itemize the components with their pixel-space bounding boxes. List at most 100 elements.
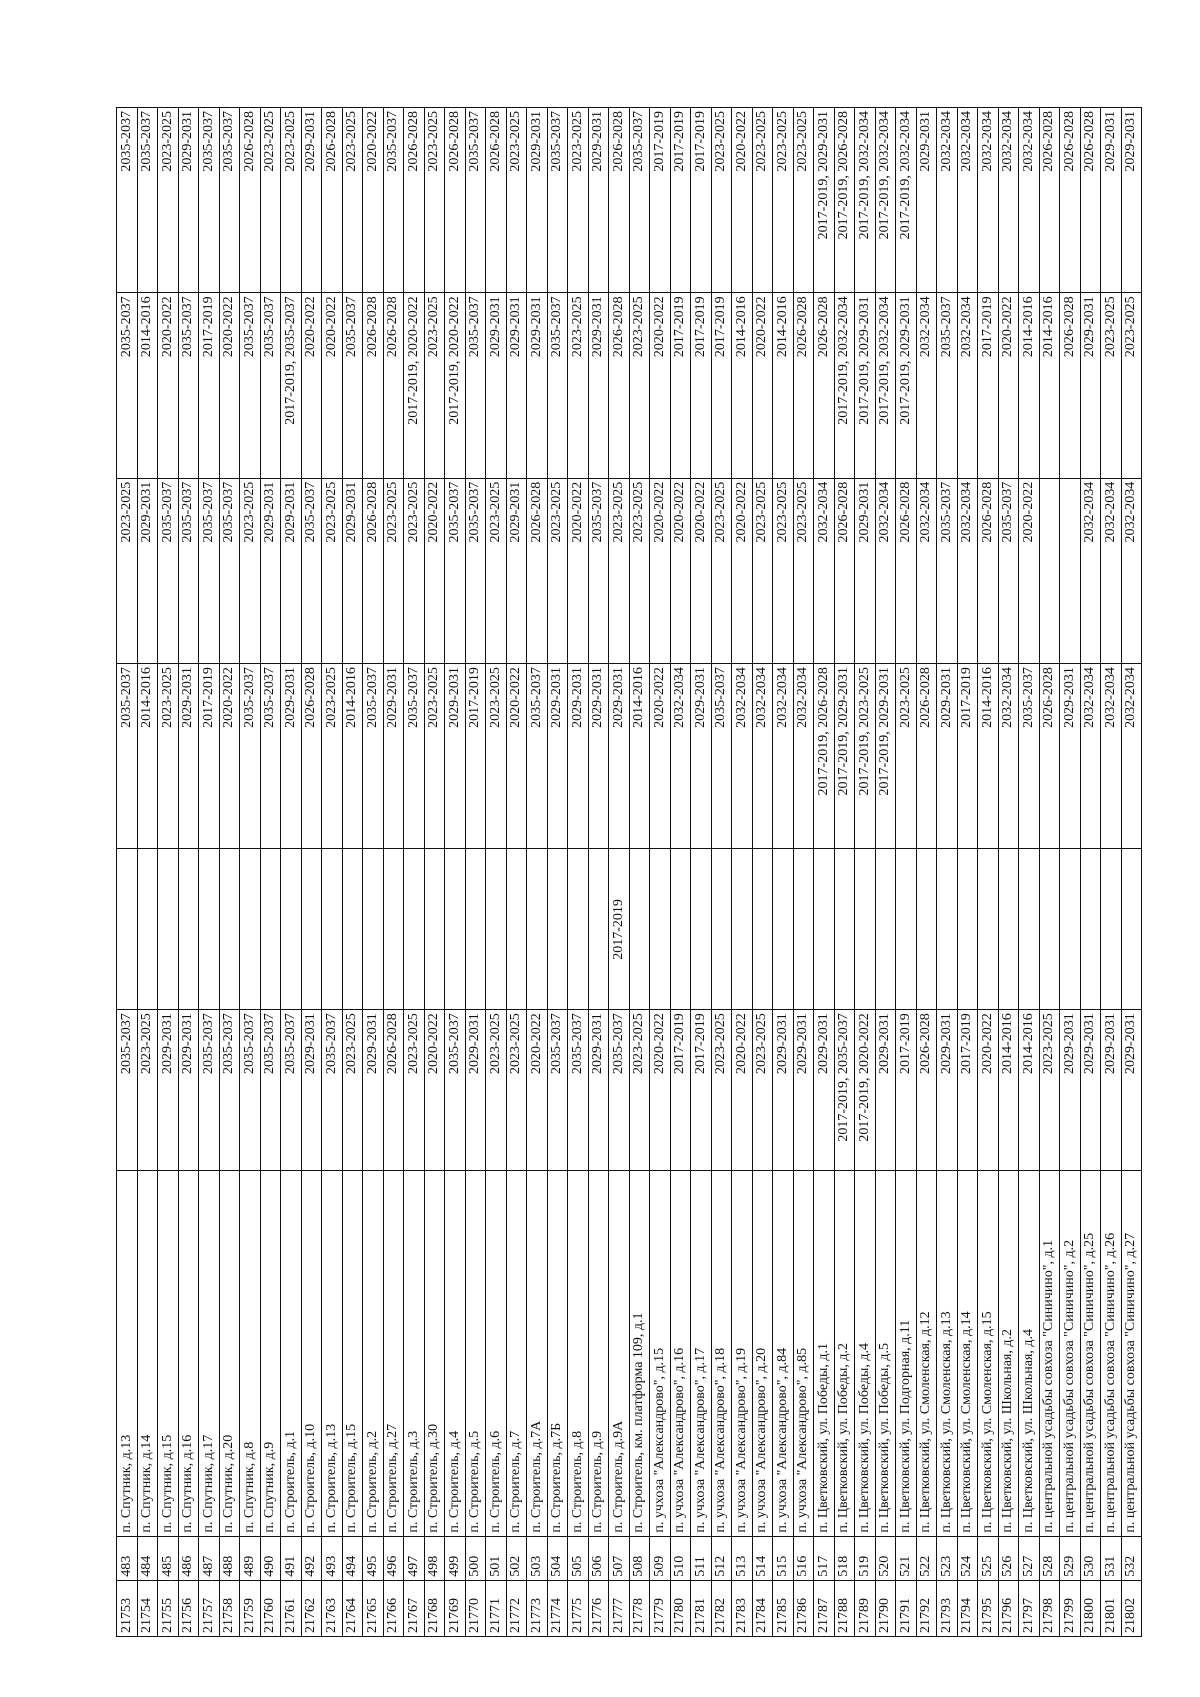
period-cell-4: 2035-2037 (178, 478, 199, 664)
period-cell-6: 2035-2037 (383, 107, 404, 293)
period-cell-6: 2035-2037 (116, 107, 137, 293)
row-number: 523 (936, 1536, 957, 1581)
period-cell-1: 2017-2019, 2035-2037 (834, 1009, 855, 1171)
row-id: 21792 (916, 1580, 937, 1637)
address-cell: п. Строитель, д.7 (506, 1170, 527, 1537)
period-cell-2 (239, 849, 260, 1010)
period-cell-5: 2014-2016 (137, 292, 158, 479)
period-cell-6: 2023-2025 (506, 107, 527, 293)
period-cell-5: 2020-2022 (219, 292, 240, 479)
period-cell-5: 2017-2019 (711, 292, 732, 479)
period-cell-1: 2029-2031 (157, 1009, 178, 1171)
period-cell-5: 2014-2016 (1039, 292, 1060, 479)
period-cell-4: 2035-2037 (301, 478, 322, 664)
period-cell-4: 2023-2025 (547, 478, 568, 664)
address-cell: п. Цветковский, ул. Смоленская, д.12 (916, 1170, 937, 1537)
period-cell-6: 2032-2034 (936, 107, 957, 293)
period-cell-2 (772, 849, 793, 1010)
row-number: 489 (239, 1536, 260, 1581)
row-id: 21767 (403, 1580, 424, 1637)
period-cell-1: 2014-2016 (998, 1009, 1019, 1171)
row-number: 532 (1121, 1536, 1142, 1581)
period-cell-4: 2026-2028 (362, 478, 383, 664)
period-cell-2 (485, 849, 506, 1010)
period-cell-3: 2014-2016 (137, 663, 158, 849)
row-id: 21791 (895, 1580, 916, 1637)
period-cell-4: 2035-2037 (219, 478, 240, 664)
row-id: 21762 (301, 1580, 322, 1637)
address-cell: п. Цветковский, ул. Победы, д.2 (834, 1170, 855, 1537)
period-cell-1: 2020-2022 (526, 1009, 547, 1171)
row-id: 21758 (219, 1580, 240, 1637)
period-cell-1: 2023-2025 (137, 1009, 158, 1171)
row-number: 510 (670, 1536, 691, 1581)
period-cell-5: 2020-2022 (998, 292, 1019, 479)
address-cell: п. Строитель, км. платформа 109, д.1 (629, 1170, 650, 1537)
period-cell-2 (854, 849, 875, 1010)
address-cell: п. центральной усадьбы совхоза "Синичино… (1059, 1170, 1080, 1537)
period-cell-4: 2020-2022 (649, 478, 670, 664)
period-cell-4: 2020-2022 (567, 478, 588, 664)
row-id: 21755 (157, 1580, 178, 1637)
period-cell-3: 2020-2022 (506, 663, 527, 849)
address-cell: п. Цветковский, ул. Смоленская, д.14 (957, 1170, 978, 1537)
period-cell-2 (731, 849, 752, 1010)
period-cell-1: 2023-2025 (342, 1009, 363, 1171)
period-cell-5: 2014-2016 (1018, 292, 1039, 479)
address-cell: п. Строитель, д.6 (485, 1170, 506, 1537)
period-cell-2 (403, 849, 424, 1010)
address-cell: п. Строитель, д.9 (588, 1170, 609, 1537)
period-cell-4: 2020-2022 (690, 478, 711, 664)
period-cell-2 (1100, 849, 1121, 1010)
row-number: 496 (383, 1536, 404, 1581)
period-cell-5: 2017-2019 (690, 292, 711, 479)
period-cell-4: 2023-2025 (711, 478, 732, 664)
period-cell-1: 2029-2031 (793, 1009, 814, 1171)
period-cell-3: 2029-2031 (444, 663, 465, 849)
period-cell-4: 2035-2037 (998, 478, 1019, 664)
period-cell-5: 2017-2019, 2029-2031 (895, 292, 916, 479)
period-cell-2 (936, 849, 957, 1010)
period-cell-3: 2029-2031 (936, 663, 957, 849)
period-cell-6: 2026-2028 (1059, 107, 1080, 293)
period-cell-3: 2017-2019 (957, 663, 978, 849)
period-cell-4: 2035-2037 (198, 478, 219, 664)
period-cell-3: 2035-2037 (403, 663, 424, 849)
period-cell-2 (957, 849, 978, 1010)
period-cell-2 (260, 849, 281, 1010)
period-cell-4: 2029-2031 (506, 478, 527, 664)
period-cell-4: 2023-2025 (485, 478, 506, 664)
period-cell-2 (178, 849, 199, 1010)
period-cell-6: 2029-2031 (301, 107, 322, 293)
period-cell-3: 2035-2037 (239, 663, 260, 849)
period-cell-3: 2035-2037 (362, 663, 383, 849)
period-cell-6: 2026-2028 (608, 107, 629, 293)
period-cell-1: 2035-2037 (116, 1009, 137, 1171)
row-number: 517 (813, 1536, 834, 1581)
address-cell: п. Спутник, д.14 (137, 1170, 158, 1537)
period-cell-4: 2023-2025 (793, 478, 814, 664)
period-cell-3: 2029-2031 (178, 663, 199, 849)
row-number: 505 (567, 1536, 588, 1581)
row-number: 521 (895, 1536, 916, 1581)
row-number: 527 (1018, 1536, 1039, 1581)
address-cell: п. Спутник, д.16 (178, 1170, 199, 1537)
period-cell-5: 2032-2034 (957, 292, 978, 479)
period-cell-5: 2014-2016 (772, 292, 793, 479)
row-number: 529 (1059, 1536, 1080, 1581)
period-cell-6: 2035-2037 (137, 107, 158, 293)
period-cell-5: 2026-2028 (383, 292, 404, 479)
row-number: 513 (731, 1536, 752, 1581)
address-cell: п. Строитель, д.15 (342, 1170, 363, 1537)
period-cell-4: 2032-2034 (1080, 478, 1101, 664)
period-cell-6: 2017-2019 (670, 107, 691, 293)
